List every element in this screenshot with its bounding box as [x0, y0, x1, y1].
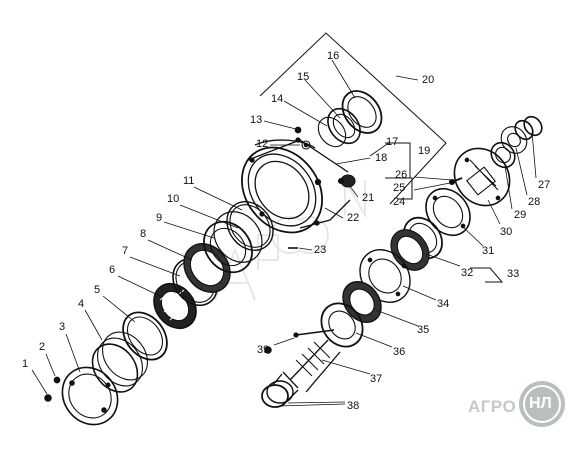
callout-6: 6 — [109, 264, 116, 276]
callout-27: 27 — [538, 179, 551, 191]
part-16-cap — [341, 90, 383, 134]
part-31-cover — [425, 187, 471, 237]
callout-7: 7 — [122, 245, 129, 257]
bracket-33 — [470, 267, 504, 283]
watermark-logo: НЛ — [518, 380, 566, 428]
callout-3: 3 — [59, 321, 66, 333]
callout-30: 30 — [500, 226, 513, 238]
callout-34: 34 — [437, 298, 450, 310]
part-2-washer — [53, 376, 61, 384]
callout-8: 8 — [140, 228, 147, 240]
callout-17: 17 — [386, 136, 399, 148]
callout-25: 25 — [393, 182, 406, 194]
callout-12: 12 — [256, 138, 269, 150]
part-13-bolt — [294, 126, 302, 134]
callout-15: 15 — [297, 71, 310, 83]
callout-14: 14 — [271, 93, 284, 105]
watermark-text: АГРО — [468, 397, 517, 416]
callout-39: 39 — [257, 344, 270, 356]
part-14-gasket — [317, 116, 347, 148]
part-3-cover-plate — [61, 366, 119, 426]
callout-1: 1 — [22, 358, 29, 370]
callout-9: 9 — [156, 212, 163, 224]
part-21-plug — [337, 174, 356, 188]
bracket-20 — [259, 32, 447, 205]
callout-16: 16 — [327, 50, 340, 62]
bracket-19 — [385, 142, 411, 179]
callout-23: 23 — [314, 244, 327, 256]
callout-38: 38 — [347, 400, 360, 412]
watermark-logo-shape — [519, 381, 565, 427]
callout-37: 37 — [370, 373, 383, 385]
part-15-seal — [327, 107, 361, 145]
callout-11: 11 — [183, 175, 195, 187]
callout-28: 28 — [528, 196, 541, 208]
callout-26: 26 — [395, 169, 408, 181]
background-watermark — [214, 176, 366, 301]
part-10-spacer-ring — [213, 211, 263, 263]
callout-4: 4 — [78, 298, 85, 310]
part-26-screw — [448, 177, 463, 186]
part-39-nut — [264, 346, 272, 354]
part-29-ring — [490, 141, 516, 169]
part-12-bolt — [301, 140, 311, 150]
part-9-bearing-outer — [203, 220, 253, 274]
part-35-bearing — [342, 281, 382, 323]
callout-20: 20 — [422, 74, 435, 86]
callout-5: 5 — [94, 284, 101, 296]
callout-22: 22 — [347, 212, 360, 224]
callout-10: 10 — [167, 193, 180, 205]
leader-lines — [31, 59, 537, 407]
callout-32: 32 — [461, 267, 474, 279]
part-38-o-rings — [261, 380, 294, 408]
callout-29: 29 — [514, 209, 527, 221]
callout-31: 31 — [482, 245, 495, 257]
part-6-roller-bearing — [153, 282, 197, 330]
callout-13: 13 — [250, 114, 263, 126]
bracket-25 — [398, 177, 413, 200]
part-36-bearing-ring — [320, 302, 364, 348]
callout-2: 2 — [39, 341, 46, 353]
part-4-seal-rings — [91, 331, 149, 393]
part-8-bearing-cup — [183, 243, 231, 293]
callout-36: 36 — [393, 346, 406, 358]
callout-33: 33 — [507, 268, 520, 280]
callout-18: 18 — [375, 152, 388, 164]
callout-35: 35 — [417, 324, 430, 336]
part-30-flange — [453, 147, 511, 207]
part-32-seals — [390, 216, 443, 271]
watermark-logo-text: НЛ — [529, 395, 552, 412]
callout-19: 19 — [418, 145, 431, 157]
callout-21: 21 — [362, 192, 375, 204]
callout-24: 24 — [393, 196, 406, 208]
part-1-nut — [44, 394, 52, 402]
